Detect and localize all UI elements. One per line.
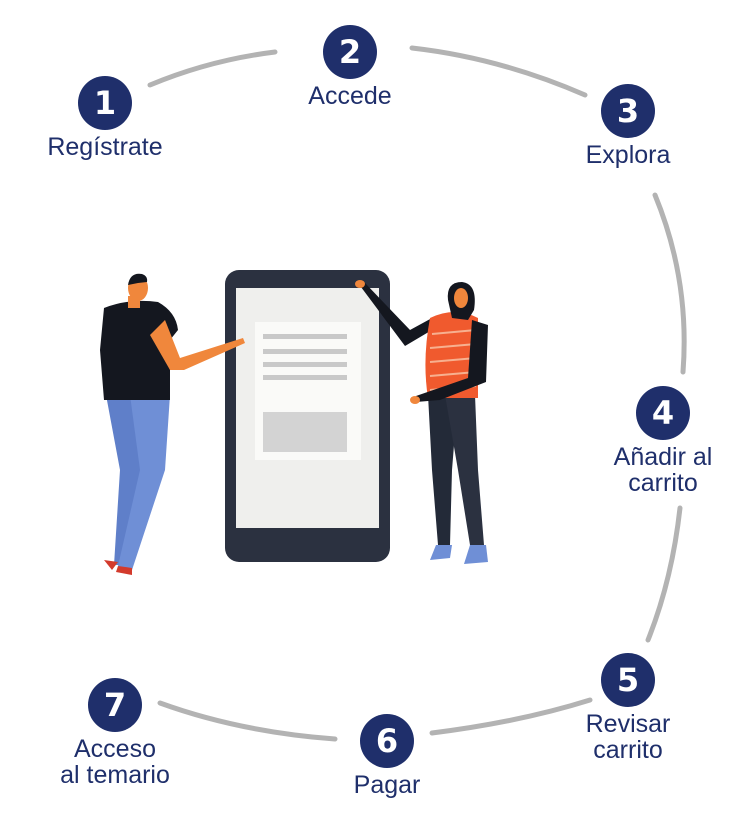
connector-1-2 [147, 49, 278, 88]
step-1[interactable]: 1 Regístrate [20, 76, 190, 160]
woman-hand-lowered [410, 396, 420, 404]
connector-3-4 [652, 192, 687, 375]
screen-line-4 [263, 375, 347, 380]
smartphone [225, 270, 390, 562]
step-5[interactable]: 5 Revisar carrito [543, 653, 713, 763]
man-shoe-left [104, 560, 118, 570]
screen-line-3 [263, 362, 347, 367]
step-2[interactable]: 2 Accede [265, 25, 435, 109]
step-3-badge[interactable]: 3 [601, 84, 655, 138]
screen-line-1 [263, 334, 347, 339]
step-2-badge[interactable]: 2 [323, 25, 377, 79]
woman-lowered-arm [416, 320, 488, 402]
connector-5-6 [429, 697, 593, 736]
step-6-label: Pagar [353, 771, 421, 799]
woman-hand-raised [355, 280, 365, 288]
man-shoe-right [116, 566, 132, 575]
step-3-label: Explora [585, 141, 671, 169]
woman-shoe-left [430, 545, 452, 560]
woman-shoe-right [464, 545, 488, 564]
woman-leg-front [445, 395, 484, 545]
step-7-badge[interactable]: 7 [88, 678, 142, 732]
screen-line-2 [263, 349, 347, 354]
step-6-badge[interactable]: 6 [360, 714, 414, 768]
connector-6-7 [157, 700, 338, 742]
woman-leg-back [428, 395, 458, 545]
step-7[interactable]: 7 Acceso al temario [30, 678, 200, 788]
step-4[interactable]: 4 Añadir al carrito [578, 386, 748, 496]
step-4-label: Añadir al carrito [613, 443, 713, 497]
connector-4-5 [645, 505, 683, 643]
woman-face [454, 288, 468, 308]
woman-figure [355, 280, 488, 564]
man-leg-front [118, 395, 170, 570]
man-arm [150, 320, 245, 370]
step-6[interactable]: 6 Pagar [302, 714, 472, 798]
step-1-badge[interactable]: 1 [78, 76, 132, 130]
step-1-label: Regístrate [47, 133, 163, 161]
step-5-badge[interactable]: 5 [601, 653, 655, 707]
woman-raised-arm [358, 283, 432, 346]
step-3[interactable]: 3 Explora [543, 84, 713, 168]
man-hair [128, 273, 148, 285]
step-2-label: Accede [308, 82, 392, 110]
man-figure [100, 273, 245, 575]
step-5-label: Revisar carrito [585, 710, 671, 764]
step-4-badge[interactable]: 4 [636, 386, 690, 440]
man-shirt [100, 300, 178, 400]
step-7-label: Acceso al temario [60, 735, 170, 789]
screen-image-block [263, 412, 347, 452]
connector-2-3 [409, 45, 588, 98]
